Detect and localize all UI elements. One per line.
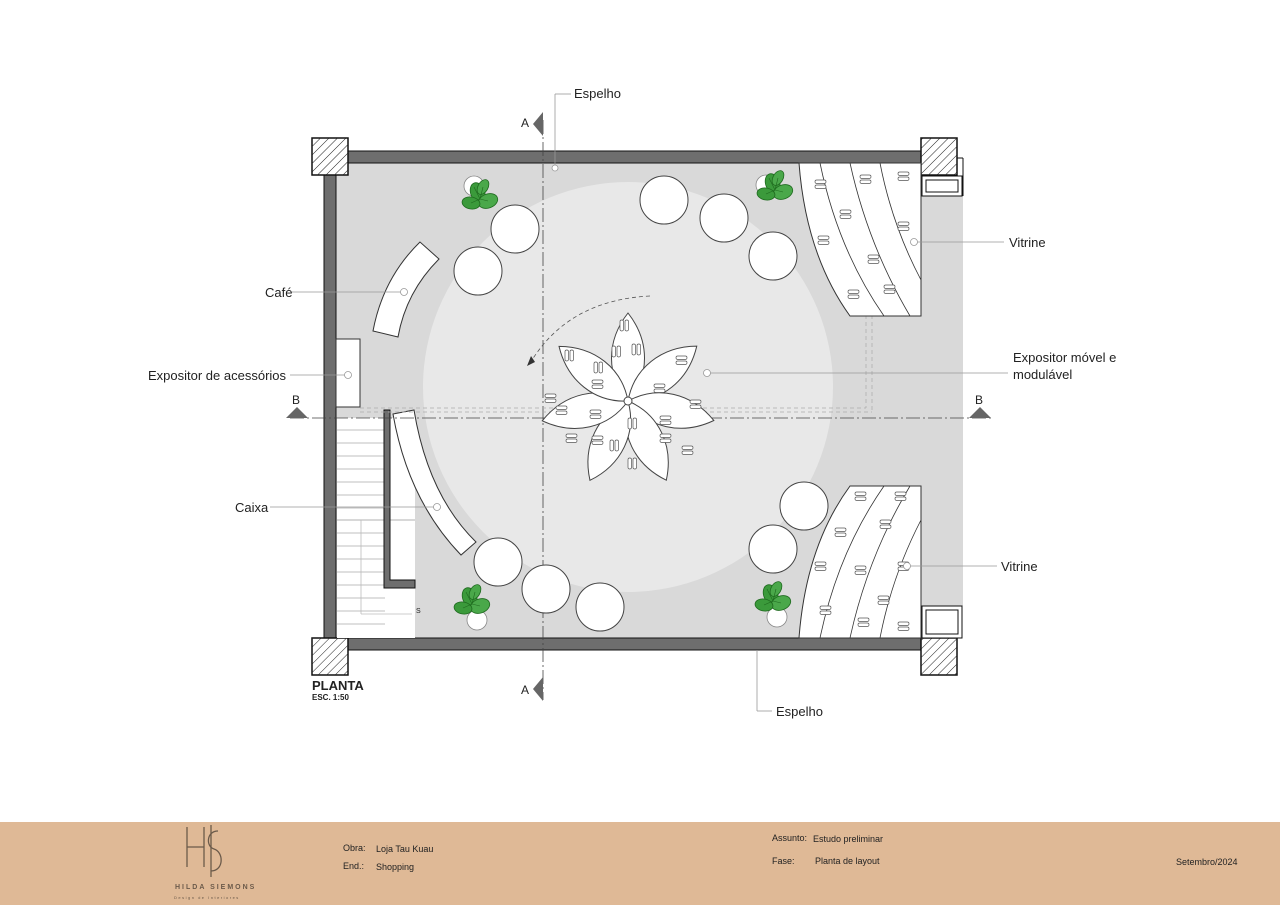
section-marker-a-bottom [533,677,543,701]
end-label: End.: [343,861,365,871]
obra-value: Loja Tau Kuau [376,844,434,854]
section-label-a-bottom: A [521,683,530,697]
section-label-b-right: B [975,393,984,407]
label-expositor-acessorios: Expositor de acessórios [148,368,287,383]
wall-top [347,150,922,164]
vitrine-top [798,162,922,317]
vitrine-bottom [798,485,922,639]
caixa-counter [392,409,477,556]
title-block [0,822,1280,905]
obra-label: Obra: [343,843,366,853]
label-vitrine-bottom: Vitrine [1001,559,1038,574]
section-label-b-left: B [292,393,301,407]
assunto-label: Assunto: [772,833,808,843]
label-espelho-top: Espelho [574,86,621,101]
logo-name: HILDA SIEMONS [175,884,257,891]
wall-left [323,174,337,639]
section-marker-a-top [533,112,543,136]
label-cafe: Café [265,285,293,300]
section-label-a-top: A [521,116,530,130]
end-value: Shopping [376,862,415,872]
right-corridor [921,196,963,606]
stairs [337,409,416,638]
round-tables [453,175,829,632]
direction-arrow [531,295,651,361]
label-vitrine-top: Vitrine [1009,235,1046,250]
drawing-title: PLANTA [312,678,364,693]
label-caixa: Caixa [235,500,269,515]
plants [452,168,796,631]
assunto-value: Estudo preliminar [813,834,884,844]
date: Setembro/2024 [1176,857,1238,867]
wall-bottom [347,637,922,651]
logo-monogram-icon [186,825,222,877]
floor-plan [270,93,1008,712]
logo-tagline: Design de Interiores [174,895,240,900]
fase-value: Planta de layout [815,856,880,866]
fase-label: Fase: [772,856,795,866]
drawing-scale: ESC. 1:50 [312,693,349,702]
label-espelho-bottom: Espelho [776,704,823,719]
label-expositor-movel-1: Expositor móvel e [1013,350,1117,365]
stair-mark: S [416,608,421,615]
section-marker-b-left [286,407,308,418]
label-expositor-movel-2: modulável [1013,367,1073,382]
section-marker-b-right [969,407,991,418]
